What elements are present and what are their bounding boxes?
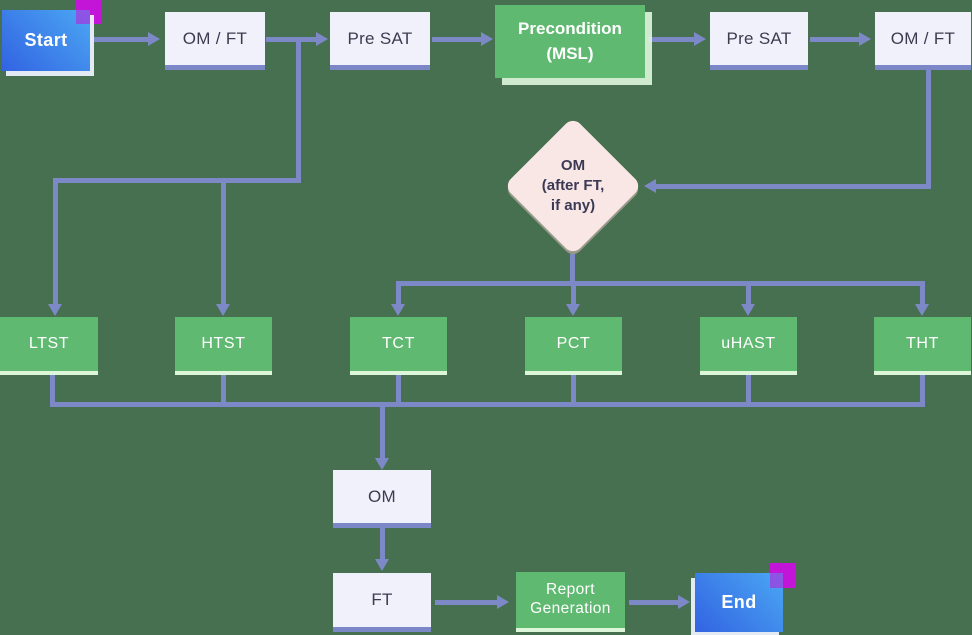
node-end-label: End: [721, 592, 757, 612]
connector-fan-to-tht: [920, 284, 925, 306]
decision-label: OM (after FT, if any): [505, 118, 641, 254]
node-tct-label: TCT: [382, 335, 415, 352]
node-ltst: LTST: [0, 317, 98, 375]
arrowhead-to-end: [678, 595, 690, 609]
accent-square-start-overlay: [76, 10, 90, 24]
decision-line3: if any): [550, 196, 596, 214]
node-start-label: Start: [24, 30, 68, 50]
connector-uhast-stub: [746, 375, 751, 407]
connector-collector-horizontal: [50, 402, 925, 407]
node-pre-sat-2: Pre SAT: [710, 12, 808, 70]
decision-line1: OM: [560, 157, 586, 175]
node-tht-label: THT: [906, 335, 939, 352]
connector-report-to-end: [629, 600, 679, 605]
connector-tct-stub: [396, 375, 401, 407]
arrowhead-to-tct: [391, 304, 405, 316]
connector-omft1-branch-horizontal: [53, 178, 301, 183]
connector-tht-stub: [920, 375, 925, 407]
node-ft-label: FT: [371, 590, 393, 609]
node-om: OM: [333, 470, 431, 528]
arrowhead-to-ft: [375, 559, 389, 571]
node-end: End: [695, 573, 783, 632]
connector-branch-to-ltst: [53, 178, 58, 306]
accent-square-end-overlay: [770, 573, 783, 588]
node-uhast: uHAST: [700, 317, 797, 375]
arrowhead-to-htst: [216, 304, 230, 316]
node-ltst-label: LTST: [28, 335, 70, 352]
connector-start-to-omft1: [93, 37, 149, 42]
arrowhead-to-pct: [566, 304, 580, 316]
connector-fanout-horizontal: [396, 281, 925, 286]
node-precondition: Precondition (MSL): [495, 5, 645, 78]
arrowhead-to-om: [375, 458, 389, 470]
node-ft: FT: [333, 573, 431, 632]
connector-pct-stub: [571, 375, 576, 407]
connector-decision-vertical: [570, 254, 575, 286]
arrowhead-to-ltst: [48, 304, 62, 316]
connector-fan-to-uhast: [746, 284, 751, 306]
node-om-ft-2-label: OM / FT: [890, 28, 956, 48]
node-pre-sat-1-label: Pre SAT: [347, 28, 413, 48]
connector-omft1-branch-vertical: [296, 37, 301, 183]
arrowhead-precondition-to-presat2: [694, 32, 706, 46]
node-uhast-label: uHAST: [721, 335, 776, 352]
node-report-line1: Report: [546, 581, 595, 599]
connector-collector-to-om: [380, 402, 385, 459]
node-pct: PCT: [525, 317, 622, 375]
node-pre-sat-2-label: Pre SAT: [726, 28, 792, 48]
arrowhead-to-report: [497, 595, 509, 609]
arrowhead-to-decision: [644, 179, 656, 193]
node-pct-label: PCT: [556, 335, 591, 352]
node-om-ft-2: OM / FT: [875, 12, 971, 70]
arrowhead-to-tht: [915, 304, 929, 316]
node-report-line2: Generation: [530, 600, 611, 617]
arrowhead-presat1-to-precondition: [481, 32, 493, 46]
connector-presat2-to-omft2: [810, 37, 860, 42]
node-precondition-line1: Precondition: [518, 18, 622, 38]
connector-branch-to-htst: [221, 178, 226, 306]
connector-htst-stub: [221, 375, 226, 407]
connector-omft1-to-presat1: [266, 37, 318, 42]
node-start: Start: [2, 10, 90, 71]
arrowhead-to-uhast: [741, 304, 755, 316]
arrowhead-start-to-omft1: [148, 32, 160, 46]
arrowhead-omft1-to-presat1: [316, 32, 328, 46]
node-tht: THT: [874, 317, 971, 375]
connector-fan-to-pct: [571, 284, 576, 306]
node-pre-sat-1: Pre SAT: [330, 12, 430, 70]
connector-omft2-to-decision: [655, 184, 931, 189]
connector-presat1-to-precondition: [432, 37, 482, 42]
decision-line2: (after FT,: [541, 177, 605, 195]
node-tct: TCT: [350, 317, 447, 375]
node-htst: HTST: [175, 317, 272, 375]
connector-ltst-stub: [50, 375, 55, 407]
connector-ft-to-report: [435, 600, 498, 605]
node-report-generation: Report Generation: [516, 572, 625, 632]
node-om-ft-1-label: OM / FT: [182, 28, 248, 48]
connector-fan-to-tct: [396, 284, 401, 306]
arrowhead-presat2-to-omft2: [859, 32, 871, 46]
connector-om-to-ft: [380, 528, 385, 560]
node-decision-om-after-ft: OM (after FT, if any): [503, 116, 643, 256]
node-precondition-line2: (MSL): [546, 43, 594, 63]
connector-omft2-vertical: [926, 70, 931, 189]
node-htst-label: HTST: [201, 335, 246, 352]
connector-precondition-to-presat2: [648, 37, 696, 42]
node-om-ft-1: OM / FT: [165, 12, 265, 70]
node-om-label: OM: [368, 486, 396, 506]
